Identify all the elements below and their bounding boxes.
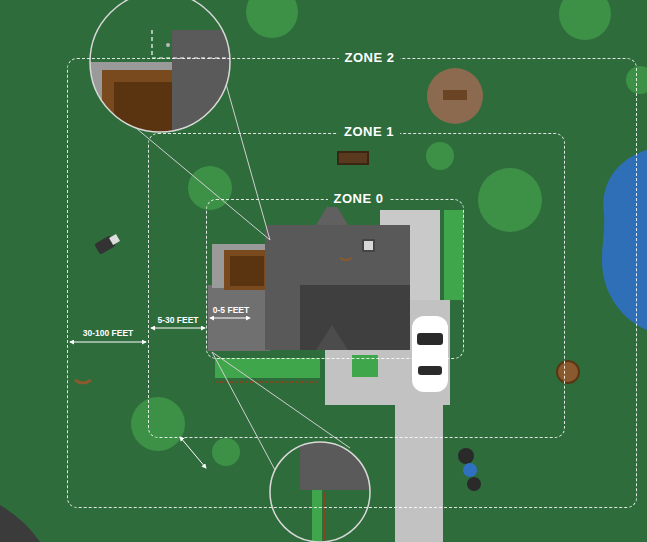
magnifier-detail [90,0,232,142]
vent [340,258,352,260]
tree [559,0,611,40]
magnifier-ring [270,442,370,542]
windshield [417,333,443,345]
tree [426,142,454,170]
road [0,505,40,542]
leader-line [226,84,270,240]
distance-label: 0-5 FEET [213,305,249,315]
tree [478,168,542,232]
trees [131,0,647,466]
detail-roof [300,440,375,490]
main-roof [265,225,410,350]
tree [246,0,298,38]
detail-fence [324,492,326,542]
detail-gravel [166,43,170,47]
house [208,198,410,351]
detail-deck [102,70,172,140]
magnifier-detail [268,440,375,542]
detail-zone-line [152,30,228,58]
leader-line [212,352,350,448]
deck-inner [230,256,264,286]
zone-label: ZONE 0 [328,191,390,207]
fire-pit-area [427,68,483,124]
magnifier-ring [90,0,230,132]
mower-handle [109,234,120,245]
hedge [215,358,320,378]
dimension-line [210,318,250,319]
trash-can [467,477,481,491]
gable [316,325,348,350]
rear-window [418,366,442,375]
hedge [444,210,464,300]
spacing-arrow [180,437,206,468]
log [75,380,91,383]
lake [602,150,647,330]
tree [131,397,185,451]
distance-label: 30-100 FEET [83,328,134,338]
trash-can [458,448,474,464]
car [412,316,448,392]
bench [443,90,467,100]
leader-line [212,352,275,470]
zone-boundary: ZONE 1ZONE 0 [148,133,565,438]
car-body [412,316,448,392]
garage-roof [208,285,270,351]
zone-boundary: ZONE 2ZONE 1ZONE 0 [67,58,637,508]
tree-stump [557,361,579,383]
lawn-mower [94,232,121,254]
roof-shade [300,285,410,350]
chimney [363,240,374,251]
detail-roof [172,30,232,140]
zone-label: ZONE 1 [338,124,400,140]
tree [212,438,240,466]
recycle-can [463,463,477,477]
deck [224,250,266,290]
dimension-line [151,328,205,329]
driveway [395,400,443,542]
distance-label: 5-30 FEET [157,315,198,325]
zone-label: ZONE 2 [339,50,401,66]
detail-hedge [312,490,322,542]
fence [215,381,320,383]
tree [188,166,232,210]
dimension-line [70,342,146,343]
picnic-bench [338,152,368,164]
zone-boundary: ZONE 0 [206,199,464,359]
